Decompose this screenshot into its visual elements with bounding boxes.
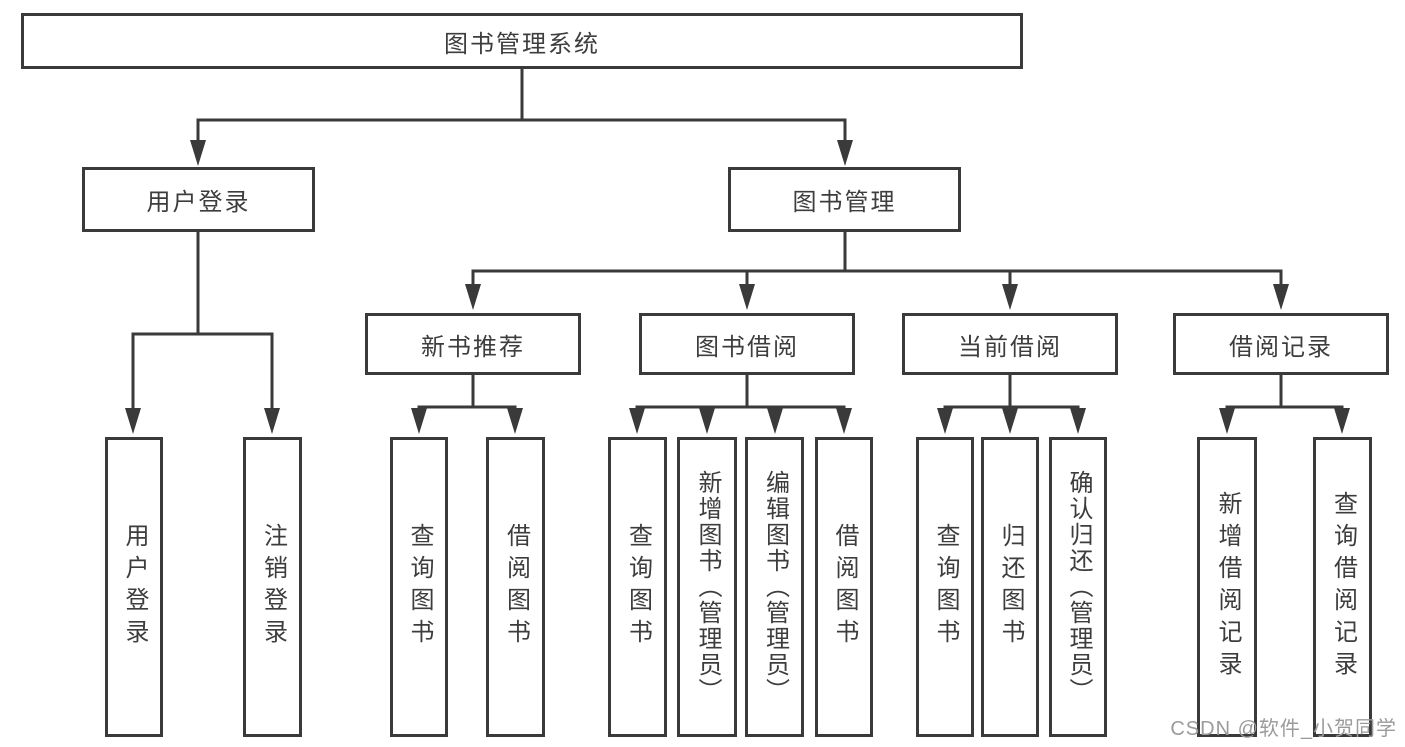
arrow-to-borrow-records [1273,284,1289,310]
leaf-records-query: 查询借阅记录 [1313,437,1372,737]
arrow-borrow-query [629,408,645,434]
leaf-current-confirm-admin: 确认归还（管理员） [1049,437,1107,737]
arrow-borrow-add [699,408,715,434]
leaf-current-query: 查询图书 [916,437,974,737]
node-user-login: 用户登录 [82,167,315,232]
arrow-current-query [937,408,953,434]
leaf-borrow-add-admin: 新增图书（管理员） [677,437,737,737]
arrow-records-add [1219,408,1235,434]
leaf-newbook-borrow: 借阅图书 [486,437,545,737]
arrow-borrow-borrow [836,408,852,434]
leaf-borrow-query: 查询图书 [608,437,667,737]
connector-newbook-to-leaves [417,373,517,414]
node-new-book-recommend: 新书推荐 [365,313,581,375]
connector-bookmgmt-to-level3 [471,230,1283,290]
arrow-records-query [1334,408,1350,434]
arrow-to-user-login [190,140,206,166]
connector-bookborrow-to-leaves [635,373,846,414]
connector-records-to-leaves [1225,373,1344,414]
leaf-newbook-query: 查询图书 [390,437,448,737]
arrow-borrow-edit [767,408,783,434]
node-borrow-records: 借阅记录 [1173,313,1389,375]
arrow-to-book-management [837,140,853,166]
connector-userlogin-to-leaves [131,230,274,414]
arrow-current-confirm [1070,408,1086,434]
arrow-to-current-borrow [1002,284,1018,310]
leaf-current-return: 归还图书 [981,437,1039,737]
arrow-current-return [1002,408,1018,434]
node-book-borrow: 图书借阅 [639,313,855,375]
csdn-watermark: CSDN @软件_小贺同学 [1170,718,1397,740]
leaf-user-login: 用户登录 [105,437,163,737]
leaf-logout: 注销登录 [243,437,302,737]
connector-root-to-level2 [196,67,847,144]
arrow-to-new-book [465,284,481,310]
arrow-to-leaf-login [125,408,141,434]
arrow-to-leaf-logout [264,408,280,434]
connector-currentborrow-to-leaves [943,373,1080,414]
leaf-records-add: 新增借阅记录 [1197,437,1257,737]
node-current-borrow: 当前借阅 [902,313,1118,375]
arrow-newbook-borrow [507,408,523,434]
arrow-to-book-borrow [739,284,755,310]
arrow-newbook-query [411,408,427,434]
leaf-borrow-borrow: 借阅图书 [815,437,873,737]
node-root: 图书管理系统 [21,13,1023,69]
node-book-management: 图书管理 [728,167,961,232]
leaf-borrow-edit-admin: 编辑图书（管理员） [745,437,804,737]
